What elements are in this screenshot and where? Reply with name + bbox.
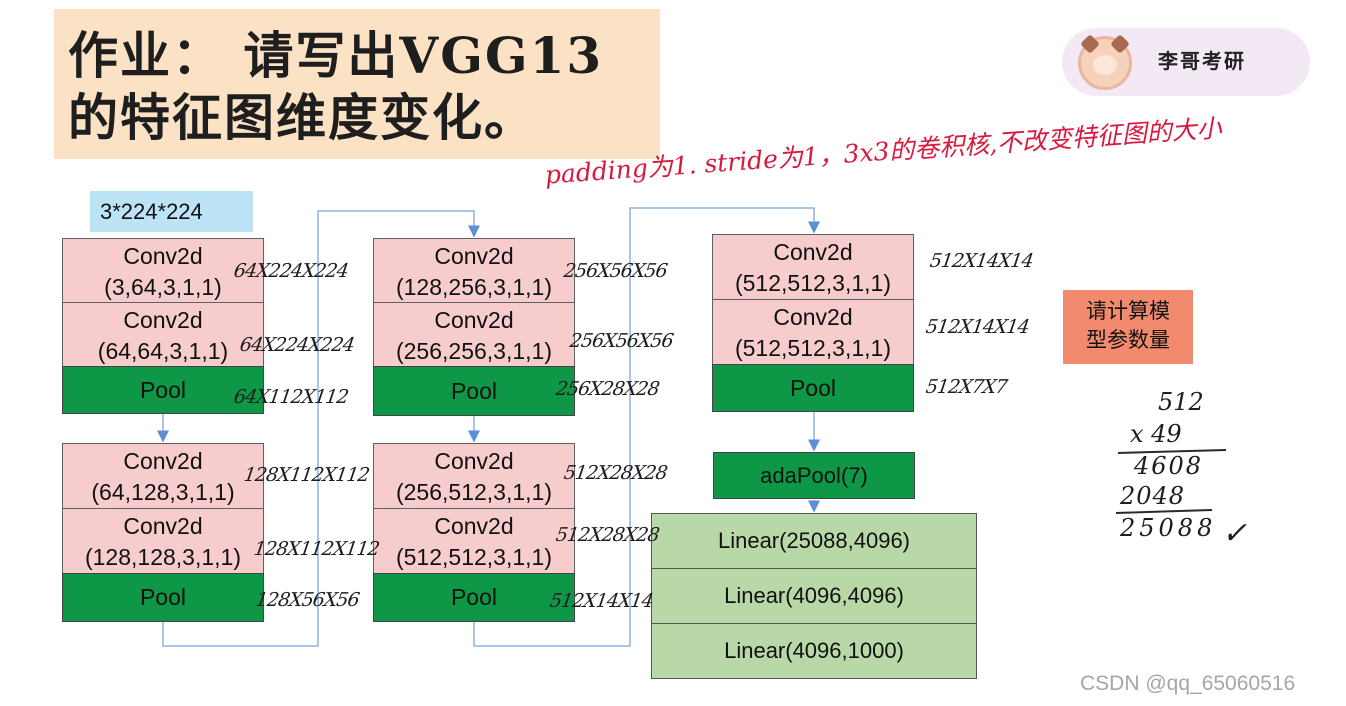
b2-conv1-dim: 128X112X112 — [242, 464, 371, 486]
layer-name: Conv2d — [123, 513, 203, 539]
layer-params: (3,64,3,1,1) — [104, 274, 222, 300]
calc-line-5: 25088 — [1120, 514, 1217, 542]
param-box-line-2: 型参数量 — [1086, 328, 1170, 352]
b4-conv2: Conv2d (512,512,3,1,1) — [373, 508, 575, 574]
b4-pool-dim: 512X14X14 — [548, 590, 655, 612]
b2-conv1: Conv2d (64,128,3,1,1) — [62, 443, 264, 509]
b5-pool-dim: 512X7X7 — [924, 376, 1009, 398]
calc-rule-2 — [1115, 509, 1213, 514]
layer-name: Conv2d — [123, 448, 203, 474]
b3-conv2: Conv2d (256,256,3,1,1) — [373, 302, 575, 367]
b1-pool: Pool — [62, 366, 264, 414]
adaptive-pool-layer: adaPool(7) — [713, 452, 915, 499]
b1-conv1-dim: 64X224X224 — [232, 260, 350, 282]
b4-conv2-dim: 512X28X28 — [554, 524, 661, 546]
layer-params: (64,128,3,1,1) — [91, 479, 235, 505]
title-line-2: 的特征图维度变化。 — [68, 88, 536, 147]
calc-line-1: 512 — [1158, 388, 1204, 416]
layer-params: (512,512,3,1,1) — [395, 544, 552, 570]
b5-conv2: Conv2d (512,512,3,1,1) — [712, 299, 914, 365]
linear-layer-2: Linear(4096,4096) — [651, 568, 977, 624]
compute-params-box: 请计算模 型参数量 — [1063, 290, 1193, 364]
b3-conv2-dim: 256X56X56 — [568, 330, 675, 352]
layer-params: (256,512,3,1,1) — [395, 479, 552, 505]
b1-conv2: Conv2d (64,64,3,1,1) — [62, 302, 264, 367]
calc-line-4: 2048 — [1120, 482, 1186, 510]
layer-name: Conv2d — [434, 307, 514, 333]
b3-pool-dim: 256X28X28 — [554, 378, 661, 400]
b2-pool-dim: 128X56X56 — [254, 589, 361, 611]
layer-params: (64,64,3,1,1) — [97, 338, 229, 364]
linear-layer-1: Linear(25088,4096) — [651, 513, 977, 569]
brand-name: 李哥考研 — [1158, 49, 1246, 73]
linear-layer-3: Linear(4096,1000) — [651, 623, 977, 679]
b1-conv1: Conv2d (3,64,3,1,1) — [62, 238, 264, 303]
input-shape-label: 3*224*224 — [90, 191, 253, 232]
layer-params: (256,256,3,1,1) — [395, 338, 552, 364]
connector-b2-to-b3 — [162, 210, 480, 647]
layer-name: Conv2d — [773, 239, 853, 265]
calc-line-2: x 49 — [1130, 420, 1182, 448]
layer-name: Conv2d — [434, 448, 514, 474]
layer-params: (128,256,3,1,1) — [395, 274, 552, 300]
calc-line-3: 4608 — [1134, 452, 1204, 480]
layer-name: Conv2d — [123, 307, 203, 333]
layer-name: Conv2d — [773, 304, 853, 330]
b4-conv1-dim: 512X28X28 — [562, 462, 669, 484]
b3-pool: Pool — [373, 366, 575, 416]
layer-params: (512,512,3,1,1) — [734, 270, 891, 296]
b5-conv2-dim: 512X14X14 — [924, 316, 1031, 338]
assignment-title-box: 作业： 请写出VGG13 的特征图维度变化。 — [54, 9, 660, 159]
b1-pool-dim: 64X112X112 — [232, 386, 350, 408]
connector-b4-to-b5 — [473, 207, 820, 647]
b4-pool: Pool — [373, 573, 575, 622]
b4-conv1: Conv2d (256,512,3,1,1) — [373, 443, 575, 509]
check-mark-icon: ✓ — [1222, 516, 1248, 551]
title-line-1: 作业： 请写出VGG13 — [68, 26, 604, 85]
b2-conv2: Conv2d (128,128,3,1,1) — [62, 508, 264, 574]
b5-pool: Pool — [712, 364, 914, 412]
layer-params: (128,128,3,1,1) — [84, 544, 241, 570]
calc-rule-1 — [1117, 449, 1227, 454]
b2-pool: Pool — [62, 573, 264, 622]
b1-conv2-dim: 64X224X224 — [238, 334, 356, 356]
layer-name: Conv2d — [434, 513, 514, 539]
csdn-watermark: CSDN @qq_65060516 — [1080, 672, 1296, 695]
layer-name: Conv2d — [123, 243, 203, 269]
layer-params: (512,512,3,1,1) — [734, 335, 891, 361]
b2-conv2-dim: 128X112X112 — [252, 538, 381, 560]
b5-conv1: Conv2d (512,512,3,1,1) — [712, 234, 914, 300]
avatar-icon — [1078, 34, 1132, 90]
param-box-line-1: 请计算模 — [1086, 299, 1170, 323]
b3-conv1: Conv2d (128,256,3,1,1) — [373, 238, 575, 303]
layer-name: Conv2d — [434, 243, 514, 269]
b3-conv1-dim: 256X56X56 — [562, 260, 669, 282]
b5-conv1-dim: 512X14X14 — [928, 250, 1035, 272]
